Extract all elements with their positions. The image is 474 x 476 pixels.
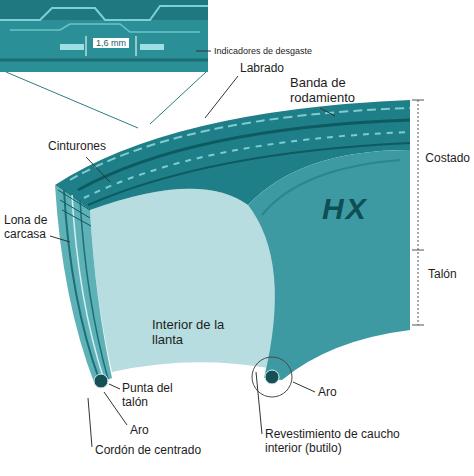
part-label: Punta del talón xyxy=(122,382,184,410)
part-label: Aro xyxy=(130,424,149,438)
part-label: Cinturones xyxy=(48,140,106,154)
sidewall-marking: HX xyxy=(322,192,368,227)
part-label: Costado xyxy=(425,152,470,166)
part-label: Aro xyxy=(318,386,337,400)
part-label: Indicadores de desgaste xyxy=(214,46,312,56)
part-label: Labrado xyxy=(240,62,284,76)
part-label: Revestimiento de caucho interior (butilo… xyxy=(265,428,425,456)
dimension-brackets xyxy=(412,100,424,325)
part-label: 1,6 mm xyxy=(93,38,129,48)
part-label: Interior de la llanta xyxy=(152,318,234,348)
tire-body xyxy=(55,100,410,397)
part-label: Cordón de centrado xyxy=(95,444,201,458)
part-label: Banda de rodamiento xyxy=(290,76,382,106)
part-label: Lona de carcasa xyxy=(4,214,56,242)
part-label: Talón xyxy=(428,268,457,282)
leader-lines xyxy=(50,76,335,447)
inset-tread xyxy=(0,0,208,72)
